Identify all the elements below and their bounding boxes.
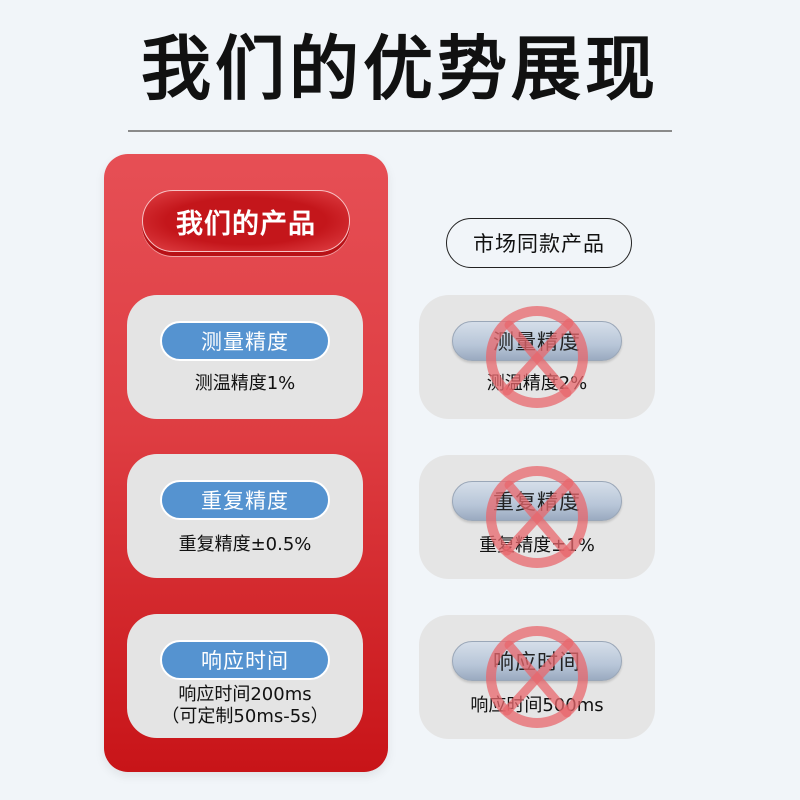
card-desc: 响应时间500ms	[470, 695, 604, 716]
card-title-pill: 重复精度	[160, 480, 330, 520]
page-title: 我们的优势展现	[141, 28, 659, 110]
our-card-repeat-accuracy: 重复精度 重复精度±0.5%	[127, 454, 363, 578]
card-title-pill: 测量精度	[160, 321, 330, 361]
market-product-badge: 市场同款产品	[446, 218, 632, 268]
our-card-response-time: 响应时间 响应时间200ms （可定制50ms-5s）	[127, 614, 363, 738]
market-card-measure-accuracy: 测量精度 测温精度2%	[419, 295, 655, 419]
card-title-pill: 响应时间	[452, 641, 622, 681]
card-desc: 测温精度2%	[486, 373, 588, 394]
our-card-measure-accuracy: 测量精度 测温精度1%	[127, 295, 363, 419]
card-desc-line: 响应时间200ms	[178, 684, 312, 705]
card-desc-line: （可定制50ms-5s）	[161, 706, 329, 727]
card-desc: 响应时间200ms （可定制50ms-5s）	[127, 684, 363, 728]
card-desc-line: 测温精度1%	[194, 373, 296, 394]
card-title-pill: 响应时间	[160, 640, 330, 680]
card-desc: 重复精度±1%	[479, 535, 595, 556]
market-card-response-time: 响应时间 响应时间500ms	[419, 615, 655, 739]
card-title-pill: 测量精度	[452, 321, 622, 361]
card-title-pill: 重复精度	[452, 481, 622, 521]
card-desc: 重复精度±0.5%	[127, 534, 363, 556]
card-desc-line: 重复精度±0.5%	[178, 534, 312, 555]
card-desc: 测温精度1%	[127, 373, 363, 395]
our-product-badge: 我们的产品	[142, 190, 350, 252]
market-card-repeat-accuracy: 重复精度 重复精度±1%	[419, 455, 655, 579]
title-divider	[128, 130, 672, 132]
